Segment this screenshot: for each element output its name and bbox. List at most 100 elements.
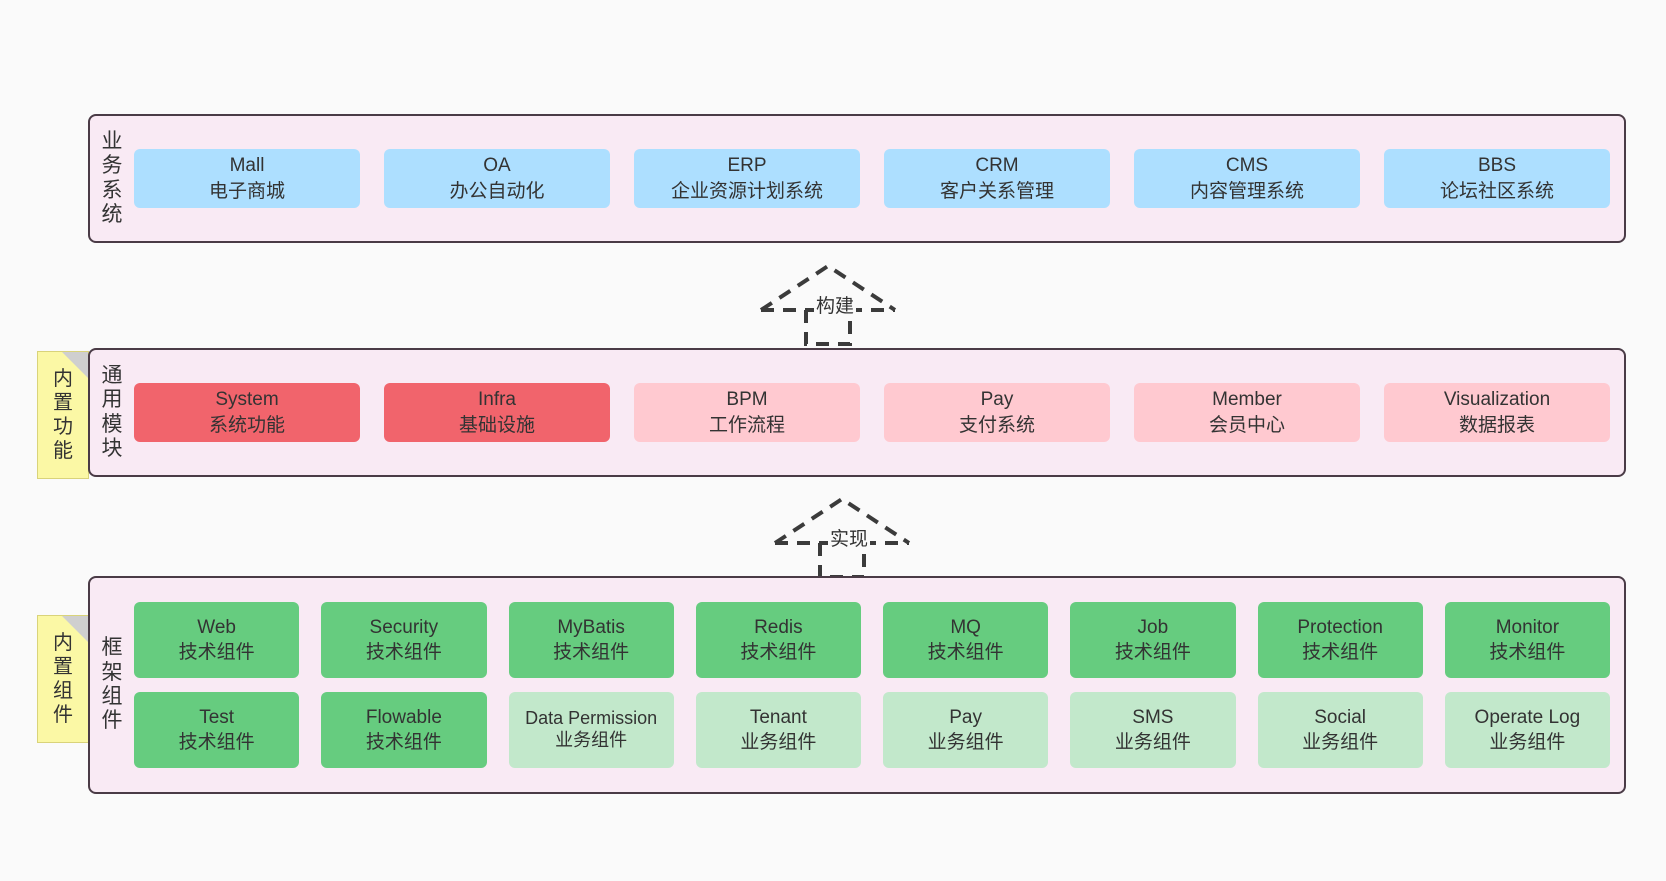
node-subtitle: 办公自动化 — [449, 180, 545, 202]
node-title: System — [215, 389, 279, 411]
node-title: Tenant — [749, 706, 807, 728]
node-system[interactable]: System 系统功能 — [134, 383, 360, 442]
node-social[interactable]: Social 业务组件 — [1257, 692, 1423, 768]
node-subtitle: 技术组件 — [365, 732, 442, 753]
node-test[interactable]: Test 技术组件 — [134, 692, 300, 768]
node-subtitle: 会员中心 — [1208, 414, 1285, 436]
layer-framework-components-label: 框 架 组 件 — [101, 636, 123, 733]
node-title: CRM — [975, 155, 1019, 177]
node-title: Flowable — [365, 706, 442, 728]
node-pay[interactable]: Pay 支付系统 — [884, 383, 1110, 442]
node-subtitle: 客户关系管理 — [939, 180, 1054, 202]
node-title: Job — [1137, 616, 1169, 638]
node-subtitle: 业务组件 — [1302, 732, 1379, 753]
layer-framework-components: 框 架 组 件 Web 技术组件 Security 技术组件 MyBatis 技… — [88, 576, 1626, 794]
node-title: Security — [369, 616, 439, 638]
node-title: Pay — [980, 389, 1014, 411]
row: Mall 电子商城 OA 办公自动化 ERP 企业资源计划系统 CRM 客户关系… — [134, 149, 1610, 208]
node-title: Pay — [949, 706, 982, 728]
node-operate-log[interactable]: Operate Log 业务组件 — [1444, 692, 1610, 768]
node-title: Social — [1314, 706, 1366, 728]
node-sms[interactable]: SMS 业务组件 — [1070, 692, 1236, 768]
node-title: Data Permission — [525, 708, 658, 729]
connector-build-label: 构建 — [814, 291, 857, 318]
row: Test 技术组件 Flowable 技术组件 Data Permission … — [134, 692, 1610, 768]
node-member[interactable]: Member 会员中心 — [1134, 383, 1360, 442]
node-title: MQ — [950, 616, 981, 638]
note-builtin-components: 内 置 组 件 — [37, 615, 89, 743]
node-job[interactable]: Job 技术组件 — [1070, 602, 1236, 678]
node-subtitle: 技术组件 — [1114, 642, 1191, 663]
node-security[interactable]: Security 技术组件 — [321, 602, 487, 678]
node-tenant[interactable]: Tenant 业务组件 — [695, 692, 861, 768]
layer-framework-components-body: Web 技术组件 Security 技术组件 MyBatis 技术组件 Redi… — [134, 578, 1624, 792]
node-subtitle: 业务组件 — [1114, 732, 1191, 753]
node-oa[interactable]: OA 办公自动化 — [384, 149, 610, 208]
note-fold-icon — [62, 616, 88, 642]
node-subtitle: 业务组件 — [927, 732, 1004, 753]
node-subtitle: 工作流程 — [708, 414, 785, 436]
node-subtitle: 论坛社区系统 — [1439, 180, 1554, 202]
node-title: Redis — [754, 616, 803, 638]
node-visualization[interactable]: Visualization 数据报表 — [1384, 383, 1610, 442]
node-title: Visualization — [1443, 389, 1551, 411]
node-protection[interactable]: Protection 技术组件 — [1257, 602, 1423, 678]
node-title: Operate Log — [1474, 706, 1581, 728]
node-erp[interactable]: ERP 企业资源计划系统 — [634, 149, 860, 208]
node-mybatis[interactable]: MyBatis 技术组件 — [508, 602, 674, 678]
layer-common-modules: 通 用 模 块 System 系统功能 Infra 基础设施 BPM 工作流程 … — [88, 348, 1626, 477]
node-subtitle: 技术组件 — [740, 642, 817, 663]
node-title: Infra — [477, 389, 517, 411]
node-bpm[interactable]: BPM 工作流程 — [634, 383, 860, 442]
node-infra[interactable]: Infra 基础设施 — [384, 383, 610, 442]
node-monitor[interactable]: Monitor 技术组件 — [1444, 602, 1610, 678]
node-subtitle: 支付系统 — [958, 414, 1035, 436]
note-builtin-functions: 内 置 功 能 — [37, 351, 89, 479]
node-subtitle: 业务组件 — [740, 732, 817, 753]
node-subtitle: 技术组件 — [927, 642, 1004, 663]
row: System 系统功能 Infra 基础设施 BPM 工作流程 Pay 支付系统… — [134, 383, 1610, 442]
node-title: OA — [483, 155, 511, 177]
note-text: 内 置 功 能 — [53, 368, 73, 462]
node-subtitle: 系统功能 — [208, 414, 285, 436]
node-pay-business[interactable]: Pay 业务组件 — [883, 692, 1049, 768]
node-subtitle: 企业资源计划系统 — [670, 180, 823, 202]
node-subtitle: 技术组件 — [1489, 642, 1566, 663]
node-subtitle: 内容管理系统 — [1189, 180, 1304, 202]
layer-common-modules-label: 通 用 模 块 — [101, 363, 123, 460]
node-title: ERP — [727, 155, 767, 177]
node-title: BBS — [1477, 155, 1517, 177]
node-subtitle: 业务组件 — [1489, 732, 1566, 753]
note-text: 内 置 组 件 — [53, 632, 73, 726]
layer-common-modules-body: System 系统功能 Infra 基础设施 BPM 工作流程 Pay 支付系统… — [134, 350, 1624, 475]
node-subtitle: 业务组件 — [555, 730, 628, 750]
node-bbs[interactable]: BBS 论坛社区系统 — [1384, 149, 1610, 208]
node-mq[interactable]: MQ 技术组件 — [883, 602, 1049, 678]
node-mall[interactable]: Mall 电子商城 — [134, 149, 360, 208]
connector-implement-label: 实现 — [828, 524, 871, 551]
node-title: SMS — [1132, 706, 1174, 728]
note-fold-icon — [62, 352, 88, 378]
node-subtitle: 技术组件 — [365, 642, 442, 663]
node-title: Monitor — [1495, 616, 1560, 638]
node-subtitle: 技术组件 — [178, 732, 255, 753]
row: Web 技术组件 Security 技术组件 MyBatis 技术组件 Redi… — [134, 602, 1610, 678]
node-cms[interactable]: CMS 内容管理系统 — [1134, 149, 1360, 208]
node-data-permission[interactable]: Data Permission 业务组件 — [508, 692, 674, 768]
node-subtitle: 基础设施 — [458, 414, 535, 436]
layer-business-systems-body: Mall 电子商城 OA 办公自动化 ERP 企业资源计划系统 CRM 客户关系… — [134, 116, 1624, 241]
node-title: Protection — [1297, 616, 1383, 638]
node-title: Mall — [229, 155, 265, 177]
node-title: Test — [199, 706, 235, 728]
node-flowable[interactable]: Flowable 技术组件 — [321, 692, 487, 768]
node-redis[interactable]: Redis 技术组件 — [695, 602, 861, 678]
node-title: Member — [1212, 389, 1282, 411]
node-web[interactable]: Web 技术组件 — [134, 602, 300, 678]
node-title: MyBatis — [557, 616, 625, 638]
layer-business-systems-label: 业 务 系 统 — [101, 129, 123, 226]
node-subtitle: 技术组件 — [1302, 642, 1379, 663]
node-subtitle: 数据报表 — [1458, 414, 1535, 436]
layer-business-systems: 业 务 系 统 Mall 电子商城 OA 办公自动化 ERP 企业资源计划系统 … — [88, 114, 1626, 243]
node-crm[interactable]: CRM 客户关系管理 — [884, 149, 1110, 208]
